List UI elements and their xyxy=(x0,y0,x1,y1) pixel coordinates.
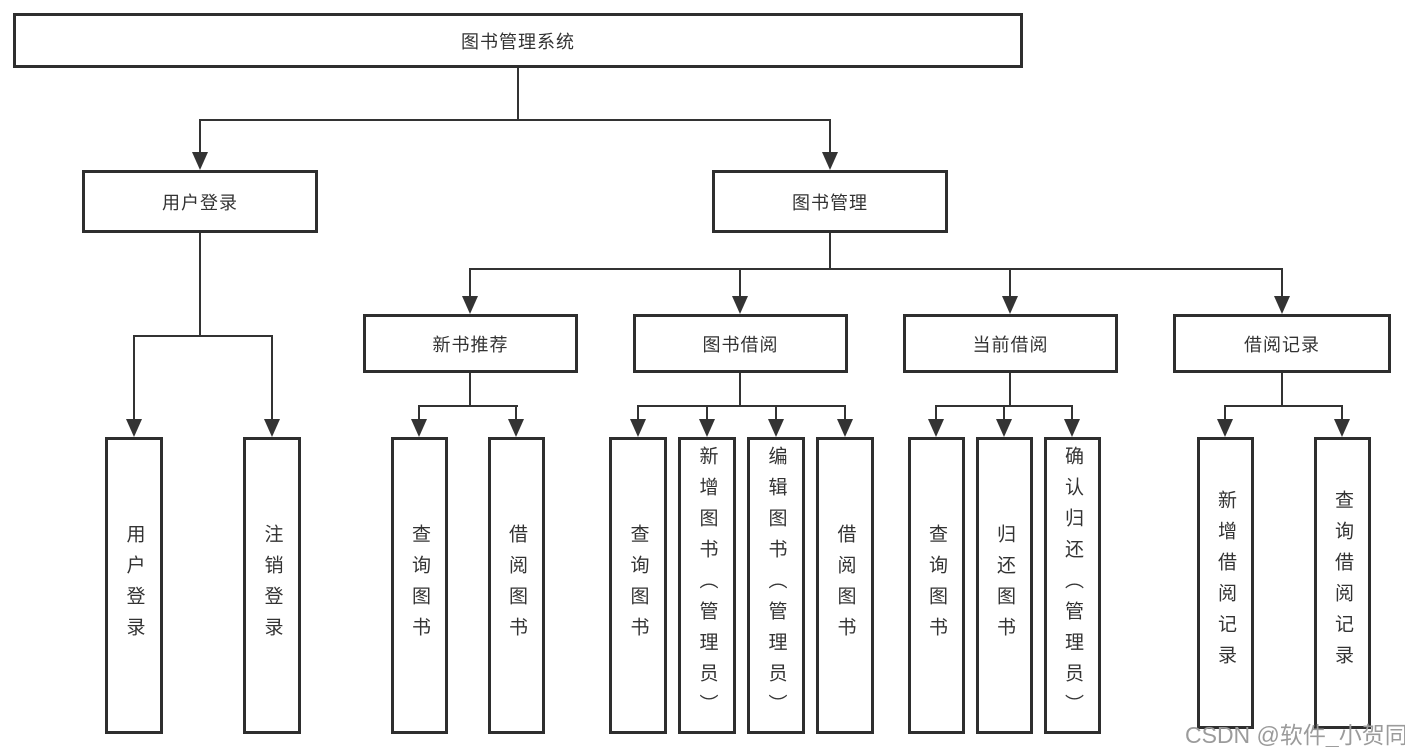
node-new-book-recommendation: 新书推荐 xyxy=(363,314,578,373)
node-logout-leaf: 注销登录 xyxy=(243,437,301,734)
connector-line xyxy=(1009,373,1011,406)
arrowhead-icon xyxy=(411,419,427,437)
connector-line xyxy=(469,268,471,300)
connector-line xyxy=(1281,268,1283,300)
node-query-books-current: 查询图书 xyxy=(908,437,965,734)
arrowhead-icon xyxy=(996,419,1012,437)
node-label: 归还图书 xyxy=(994,523,1015,648)
connector-line xyxy=(515,405,517,421)
node-confirm-return-admin: 确认归还（管理员） xyxy=(1044,437,1101,734)
node-label: 当前借阅 xyxy=(972,334,1049,355)
node-borrow-books-leaf: 借阅图书 xyxy=(816,437,874,734)
connector-line xyxy=(418,405,518,407)
arrowhead-icon xyxy=(508,419,524,437)
node-label: 用户登录 xyxy=(162,192,238,213)
connector-line xyxy=(199,119,201,156)
arrowhead-icon xyxy=(1334,419,1350,437)
connector-line xyxy=(1281,373,1283,406)
node-label: 查询图书 xyxy=(926,523,947,648)
node-label: 借阅图书 xyxy=(506,523,527,648)
node-label: 编辑图书（管理员） xyxy=(765,446,787,725)
connector-line xyxy=(829,233,831,269)
arrowhead-icon xyxy=(1274,296,1290,314)
node-label: 图书管理 xyxy=(792,192,868,213)
arrowhead-icon xyxy=(768,419,784,437)
node-label: 查询图书 xyxy=(627,523,649,648)
arrowhead-icon xyxy=(126,419,142,437)
connector-line xyxy=(935,405,937,421)
arrowhead-icon xyxy=(837,419,853,437)
arrowhead-icon xyxy=(264,419,280,437)
connector-line xyxy=(637,405,846,407)
node-edit-books-admin: 编辑图书（管理员） xyxy=(747,437,805,734)
node-query-borrow-record: 查询借阅记录 xyxy=(1314,437,1371,729)
connector-line xyxy=(469,268,1282,270)
connector-line xyxy=(418,405,420,421)
node-book-borrowing: 图书借阅 xyxy=(633,314,848,373)
node-label: 确认归还（管理员） xyxy=(1062,446,1083,725)
node-label: 用户登录 xyxy=(123,523,145,648)
node-query-books-newbook: 查询图书 xyxy=(391,437,448,734)
node-label: 查询借阅记录 xyxy=(1332,490,1353,676)
connector-line xyxy=(1224,405,1226,421)
connector-line xyxy=(637,405,639,421)
node-book-management: 图书管理 xyxy=(712,170,948,233)
node-label: 查询图书 xyxy=(409,523,430,648)
connector-line xyxy=(517,68,519,120)
node-borrow-books-newbook: 借阅图书 xyxy=(488,437,545,734)
connector-line xyxy=(133,335,135,421)
node-label: 借阅图书 xyxy=(834,523,856,648)
node-add-books-admin: 新增图书（管理员） xyxy=(678,437,736,734)
arrowhead-icon xyxy=(822,152,838,170)
connector-line xyxy=(1341,405,1343,421)
connector-line xyxy=(1224,405,1343,407)
connector-line xyxy=(739,373,741,406)
connector-line xyxy=(739,268,741,300)
arrowhead-icon xyxy=(732,296,748,314)
node-user-login-leaf: 用户登录 xyxy=(105,437,163,734)
node-label: 借阅记录 xyxy=(1244,334,1320,355)
arrowhead-icon xyxy=(928,419,944,437)
connector-line xyxy=(199,119,831,121)
connector-line xyxy=(1003,405,1005,421)
node-label: 图书管理系统 xyxy=(461,31,575,52)
connector-line xyxy=(271,335,273,421)
connector-line xyxy=(133,335,273,337)
node-label: 新书推荐 xyxy=(432,334,509,355)
node-library-management-system: 图书管理系统 xyxy=(13,13,1023,68)
arrowhead-icon xyxy=(1064,419,1080,437)
node-user-login: 用户登录 xyxy=(82,170,318,233)
node-label: 新增图书（管理员） xyxy=(696,446,718,725)
node-label: 图书借阅 xyxy=(702,334,779,355)
connector-line xyxy=(706,405,708,421)
connector-line xyxy=(1009,268,1011,300)
node-borrowing-records: 借阅记录 xyxy=(1173,314,1391,373)
node-label: 新增借阅记录 xyxy=(1215,490,1236,676)
arrowhead-icon xyxy=(630,419,646,437)
arrowhead-icon xyxy=(1217,419,1233,437)
connector-line xyxy=(1071,405,1073,421)
arrowhead-icon xyxy=(699,419,715,437)
connector-line xyxy=(199,233,201,336)
node-query-books-borrow: 查询图书 xyxy=(609,437,667,734)
connector-line xyxy=(829,119,831,156)
connector-line xyxy=(844,405,846,421)
arrowhead-icon xyxy=(192,152,208,170)
node-return-books: 归还图书 xyxy=(976,437,1033,734)
arrowhead-icon xyxy=(1002,296,1018,314)
connector-line xyxy=(469,373,471,406)
node-label: 注销登录 xyxy=(261,523,283,648)
node-add-borrow-record: 新增借阅记录 xyxy=(1197,437,1254,729)
connector-line xyxy=(775,405,777,421)
arrowhead-icon xyxy=(462,296,478,314)
node-current-borrowing: 当前借阅 xyxy=(903,314,1118,373)
csdn-watermark: CSDN @软件_小贺同学 xyxy=(1185,722,1405,747)
